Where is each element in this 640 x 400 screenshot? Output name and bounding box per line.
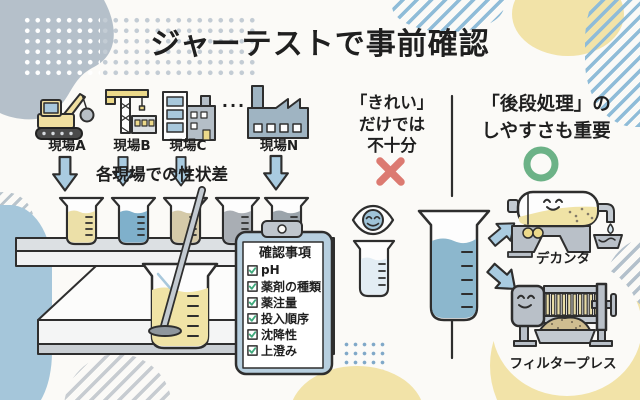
checkbox-icon	[247, 280, 258, 292]
stirrer-icon	[148, 186, 206, 337]
down-arrow-icon	[52, 155, 78, 192]
clear-water-beaker-icon	[352, 239, 396, 298]
post-treatment-message: 「後段処理」の しやすさも重要	[481, 94, 611, 142]
site-label-b: 現場B	[113, 138, 151, 154]
checkbox-icon	[247, 264, 258, 276]
sites-caption: 各現場での性状差	[96, 165, 228, 184]
decanter-icon	[507, 190, 623, 258]
dot-pattern-white	[22, 15, 100, 77]
site-label-c: 現場C	[169, 138, 207, 154]
checklist-item: 沈降性	[247, 326, 323, 342]
tower-crane-icon	[105, 89, 157, 134]
checklist-item: 薬注量	[247, 294, 323, 310]
treated-beaker-icon	[417, 209, 491, 322]
appearance-message: 「きれい」 だけでは 不十分	[350, 93, 434, 155]
cross-mark-icon	[376, 157, 405, 186]
filter-press-icon	[510, 282, 617, 347]
checklist-item: 薬剤の種類	[247, 278, 323, 294]
checkbox-icon	[247, 328, 258, 340]
checkbox-icon	[247, 312, 258, 324]
dot-pattern-gray	[100, 15, 258, 77]
checklist: pH 薬剤の種類 薬注量 投入順序 沈降性 上澄み	[247, 262, 323, 358]
sample-beaker-a	[58, 196, 105, 246]
checklist-item: 上澄み	[247, 342, 323, 358]
sample-beaker-b	[110, 196, 157, 246]
down-arrow-icon	[263, 154, 289, 191]
filter-press-label: フィルタープレス	[509, 356, 617, 372]
eye-icon	[351, 204, 395, 236]
decanter-label: デカンタ	[536, 251, 590, 267]
excavator-icon	[35, 93, 95, 140]
buildings-icon	[162, 91, 216, 141]
checkbox-icon	[247, 296, 258, 308]
site-label-a: 現場A	[48, 138, 86, 154]
checklist-title: 確認事項	[258, 246, 311, 261]
sites-ellipsis: ···	[221, 96, 247, 115]
circle-mark-icon	[523, 146, 559, 182]
checkbox-icon	[247, 344, 258, 356]
page-title: ジャーテストで事前確認	[150, 27, 490, 62]
checklist-item: 投入順序	[247, 310, 323, 326]
factory-icon	[247, 85, 309, 139]
checklist-item: pH	[247, 262, 323, 278]
site-label-n: 現場N	[259, 138, 299, 154]
